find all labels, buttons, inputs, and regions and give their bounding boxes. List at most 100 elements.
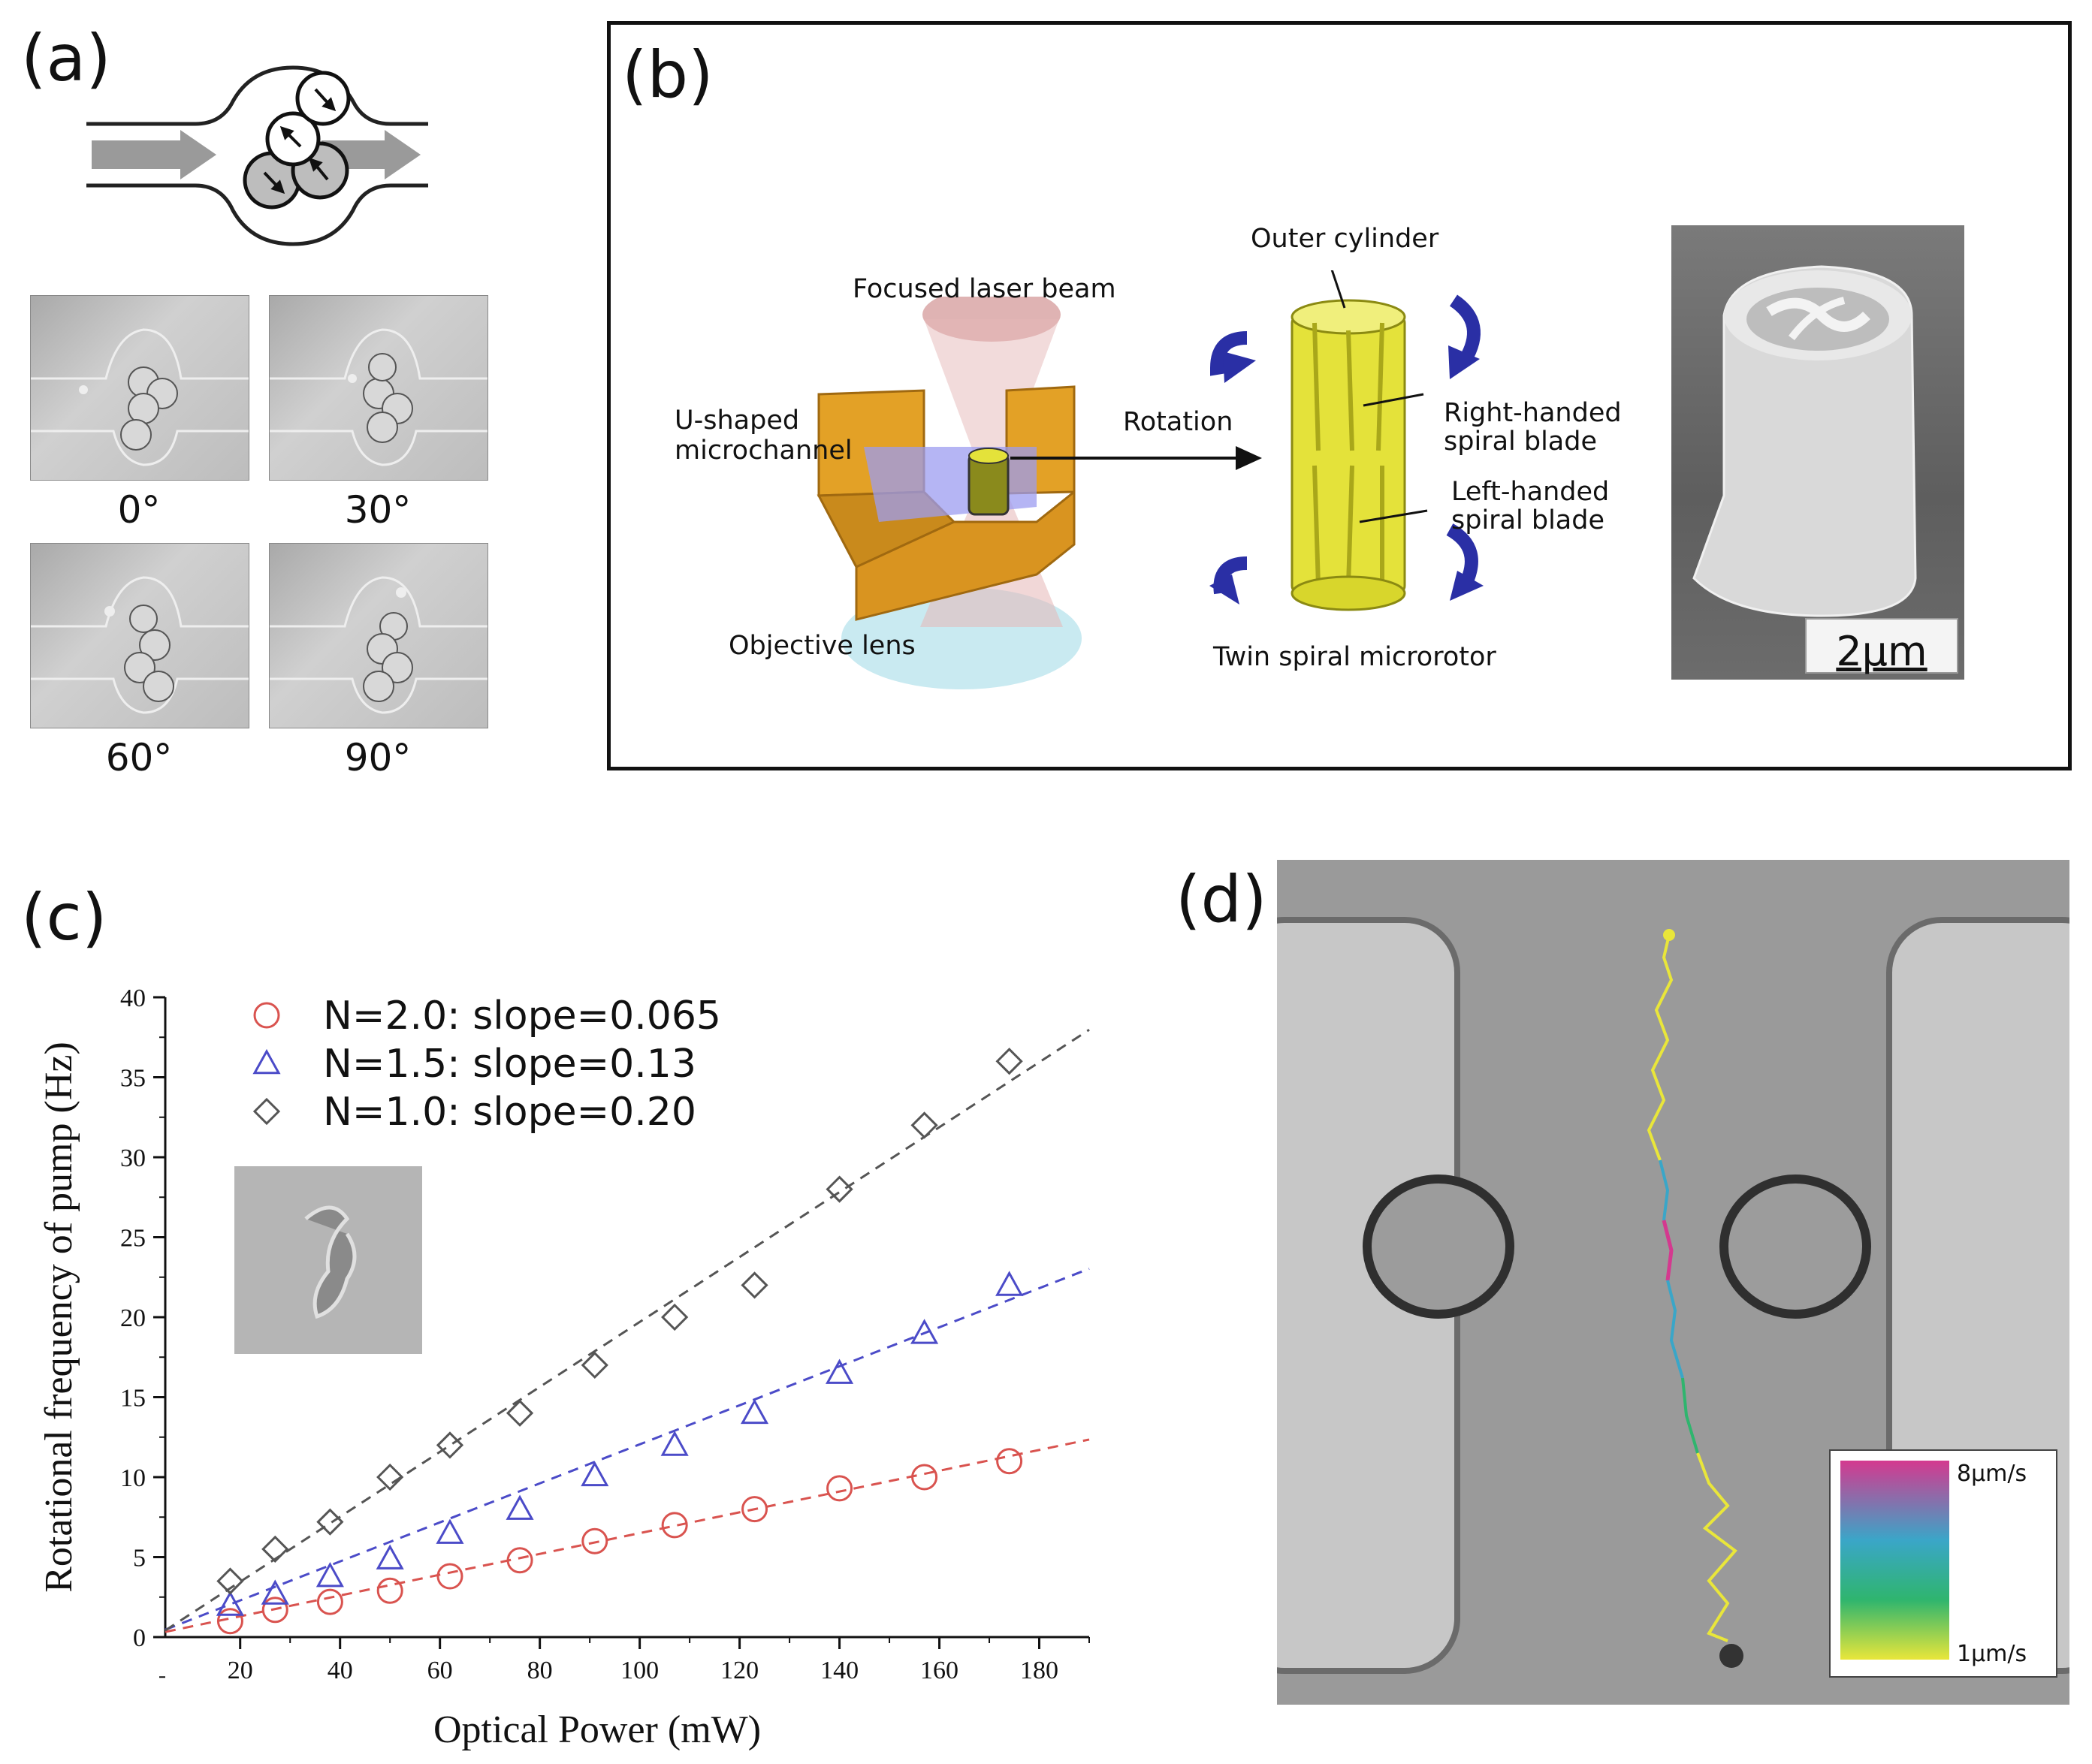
- rotation-label: Rotation: [1123, 407, 1233, 437]
- y-tick-label: 5: [133, 1545, 146, 1573]
- legend-label: N=1.0: slope=0.20: [323, 1090, 696, 1135]
- data-point: [216, 1591, 244, 1616]
- x-tick-label: 140: [820, 1657, 859, 1684]
- y-tick-label: 35: [120, 1065, 146, 1093]
- angle-label-90: 90°: [344, 736, 412, 779]
- focused-laser-beam-label: Focused laser beam: [853, 274, 1116, 304]
- data-point: [826, 1475, 853, 1502]
- data-point: [436, 1563, 463, 1590]
- outer-cylinder-label: Outer cylinder: [1251, 224, 1439, 254]
- data-point: [261, 1535, 289, 1563]
- data-point: [216, 1567, 244, 1595]
- data-point: [506, 1494, 534, 1520]
- colorbar-max-label: 8µm/s: [1957, 1461, 2027, 1487]
- data-point: [506, 1547, 533, 1574]
- data-point: [996, 1448, 1023, 1475]
- data-point: [741, 1271, 768, 1299]
- x-tick-label: 80: [527, 1657, 553, 1684]
- micrograph-60: [30, 543, 249, 728]
- micrograph-90: [269, 543, 488, 728]
- u-shaped-label-line1: U-shaped: [675, 406, 800, 436]
- data-point: [660, 1431, 689, 1456]
- chart-inset-micrograph: [234, 1166, 422, 1354]
- data-point: [376, 1577, 403, 1604]
- micrograph-0: [30, 295, 249, 481]
- legend-label: N=2.0: slope=0.065: [323, 994, 721, 1039]
- x-tick-label: 60: [427, 1657, 453, 1684]
- x-tick-label: 100: [620, 1657, 659, 1684]
- x-tick-label: 160: [920, 1657, 958, 1684]
- data-point: [315, 1561, 344, 1588]
- left-handed-label-line2: spiral blade: [1451, 505, 1605, 535]
- twin-spiral-rotor-illustration: [1209, 270, 1484, 611]
- data-point: [261, 1597, 288, 1624]
- data-point: [661, 1512, 688, 1539]
- fit-line: [165, 1268, 1090, 1631]
- panel-b-label: (b): [622, 38, 714, 113]
- data-point: [316, 1508, 344, 1536]
- data-point: [740, 1398, 769, 1425]
- y-tick-label: 30: [120, 1144, 146, 1172]
- x-tick-label: 20: [228, 1657, 253, 1684]
- data-point: [995, 1048, 1023, 1075]
- data-point: [826, 1175, 853, 1203]
- pump-schematic: [86, 65, 428, 246]
- data-point: [376, 1463, 404, 1491]
- y-tick-label: 10: [120, 1464, 146, 1492]
- micrograph-30: [269, 295, 488, 481]
- data-point: [995, 1271, 1024, 1296]
- panel-c-label: (c): [21, 880, 107, 955]
- legend-marker: [253, 1002, 280, 1029]
- y-axis-title: Rotational frequency of pump (Hz): [38, 1042, 80, 1593]
- x-tick-label: 180: [1020, 1657, 1058, 1684]
- data-point: [376, 1544, 404, 1570]
- laser-setup-illustration: [817, 297, 1082, 689]
- legend-label: N=1.5: slope=0.13: [323, 1042, 696, 1087]
- y-tick-label: 20: [120, 1304, 146, 1332]
- scale-bar-box: [1805, 618, 1958, 674]
- u-shaped-label-line2: microchannel: [675, 436, 853, 466]
- panel-a-label: (a): [21, 21, 111, 96]
- angle-label-30: 30°: [344, 488, 412, 532]
- angle-label-60: 60°: [105, 736, 173, 779]
- panel-d-label: (d): [1176, 862, 1267, 937]
- y-tick-label: 25: [120, 1225, 146, 1253]
- data-point: [436, 1431, 464, 1459]
- x-tick-label: 40: [328, 1657, 353, 1684]
- data-point: [436, 1518, 464, 1544]
- sem-image: 2µm: [1671, 225, 1964, 680]
- data-point: [506, 1399, 534, 1427]
- fit-line: [165, 1438, 1090, 1633]
- data-point: [661, 1303, 689, 1331]
- y-tick-label: 0: [133, 1624, 146, 1652]
- trajectory-micrograph: 8µm/s 1µm/s: [1277, 860, 2069, 1705]
- y-tick-label: 15: [120, 1385, 146, 1413]
- x-axis-title: Optical Power (mW): [433, 1708, 761, 1751]
- twin-spiral-label: Twin spiral microrotor: [1213, 642, 1496, 672]
- legend-marker: [252, 1048, 281, 1075]
- speed-colorbar: [1840, 1461, 1949, 1660]
- right-handed-label-line2: spiral blade: [1444, 427, 1598, 457]
- data-point: [910, 1319, 939, 1344]
- data-point: [910, 1111, 938, 1139]
- data-point: [581, 1351, 608, 1380]
- data-point: [581, 1527, 608, 1554]
- left-handed-label-line1: Left-handed: [1451, 477, 1610, 507]
- legend-marker: [252, 1097, 281, 1126]
- data-point: [261, 1579, 289, 1605]
- data-point: [316, 1588, 343, 1615]
- objective-lens-label: Objective lens: [729, 631, 916, 661]
- x-tick-label: 120: [720, 1657, 759, 1684]
- data-point: [911, 1464, 938, 1491]
- data-point: [581, 1461, 609, 1487]
- data-point: [826, 1358, 854, 1384]
- angle-label-0: 0°: [117, 488, 161, 532]
- scale-bar-label: 2µm: [1836, 628, 1927, 675]
- right-handed-label-line1: Right-handed: [1444, 398, 1622, 428]
- rotation-arrow: [1010, 446, 1262, 470]
- data-point: [216, 1608, 243, 1635]
- colorbar-min-label: 1µm/s: [1957, 1641, 2027, 1667]
- fit-line: [165, 1028, 1090, 1632]
- data-point: [741, 1496, 768, 1523]
